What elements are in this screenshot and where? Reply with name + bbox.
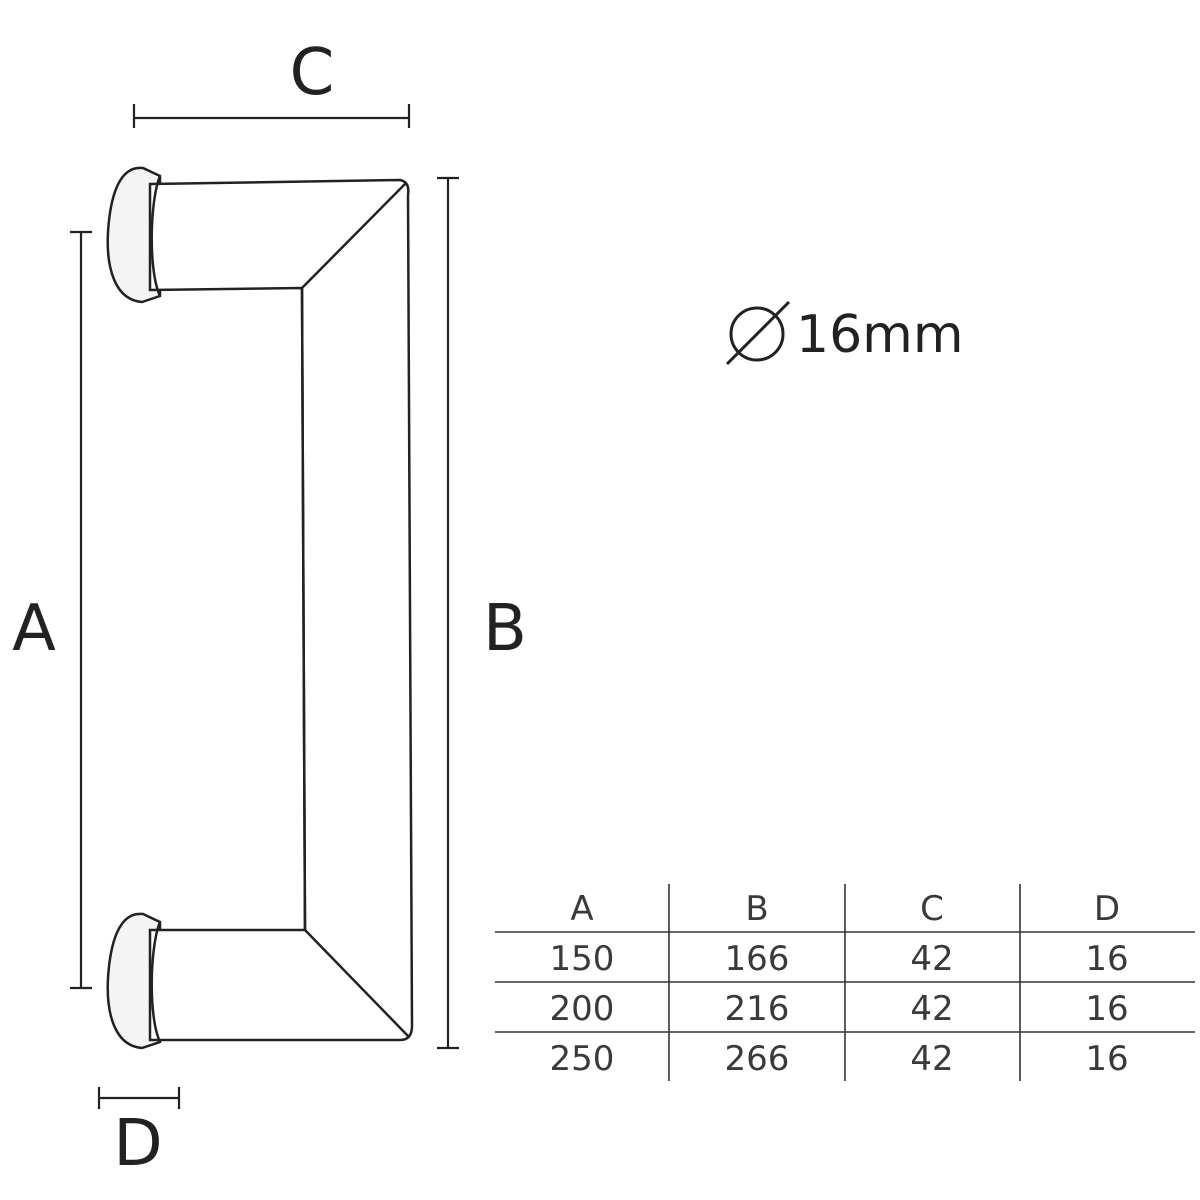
- table-cell: 150: [550, 939, 615, 979]
- top-post-end: [150, 175, 162, 297]
- label-d: D: [113, 1107, 162, 1181]
- table-header-c: C: [920, 889, 944, 929]
- dimension-c: [132, 104, 411, 128]
- label-c: C: [290, 36, 335, 110]
- dimension-d: [97, 1087, 181, 1109]
- inner-bar-edge: [300, 287, 307, 931]
- handle-outline: [106, 166, 414, 1050]
- table-cell: 42: [910, 939, 953, 979]
- dimension-b: [437, 176, 459, 1050]
- table-row: 200 216 42 16: [550, 989, 1129, 1029]
- table-header-d: D: [1094, 889, 1120, 929]
- top-rose: [106, 166, 162, 304]
- handle-bar-body: [148, 178, 414, 1042]
- table-row: 250 266 42 16: [550, 1039, 1129, 1079]
- dimension-a: [70, 230, 92, 990]
- bottom-rose: [106, 912, 162, 1050]
- table-row: 150 166 42 16: [550, 939, 1129, 979]
- table-cell: 166: [725, 939, 790, 979]
- table-cell: 200: [550, 989, 615, 1029]
- bottom-post-end: [150, 921, 162, 1043]
- table-cell: 216: [725, 989, 790, 1029]
- diameter-note: 16mm: [725, 300, 963, 366]
- table-header-a: A: [570, 889, 593, 929]
- size-table: A B C D 150 166 42 16 200 216 42 16 250 …: [495, 884, 1195, 1081]
- label-b: B: [483, 592, 527, 666]
- bottom-bevel-line: [304, 929, 409, 1037]
- table-cell: 266: [725, 1039, 790, 1079]
- table-cell: 42: [910, 989, 953, 1029]
- table-cell: 16: [1085, 939, 1128, 979]
- table-header-b: B: [745, 889, 768, 929]
- label-a: A: [12, 592, 56, 666]
- table-cell: 250: [550, 1039, 615, 1079]
- top-bevel-line: [301, 183, 406, 289]
- diameter-value: 16mm: [796, 305, 963, 365]
- table-cell: 42: [910, 1039, 953, 1079]
- diameter-icon: [725, 300, 791, 366]
- table-cell: 16: [1085, 989, 1128, 1029]
- table-cell: 16: [1085, 1039, 1128, 1079]
